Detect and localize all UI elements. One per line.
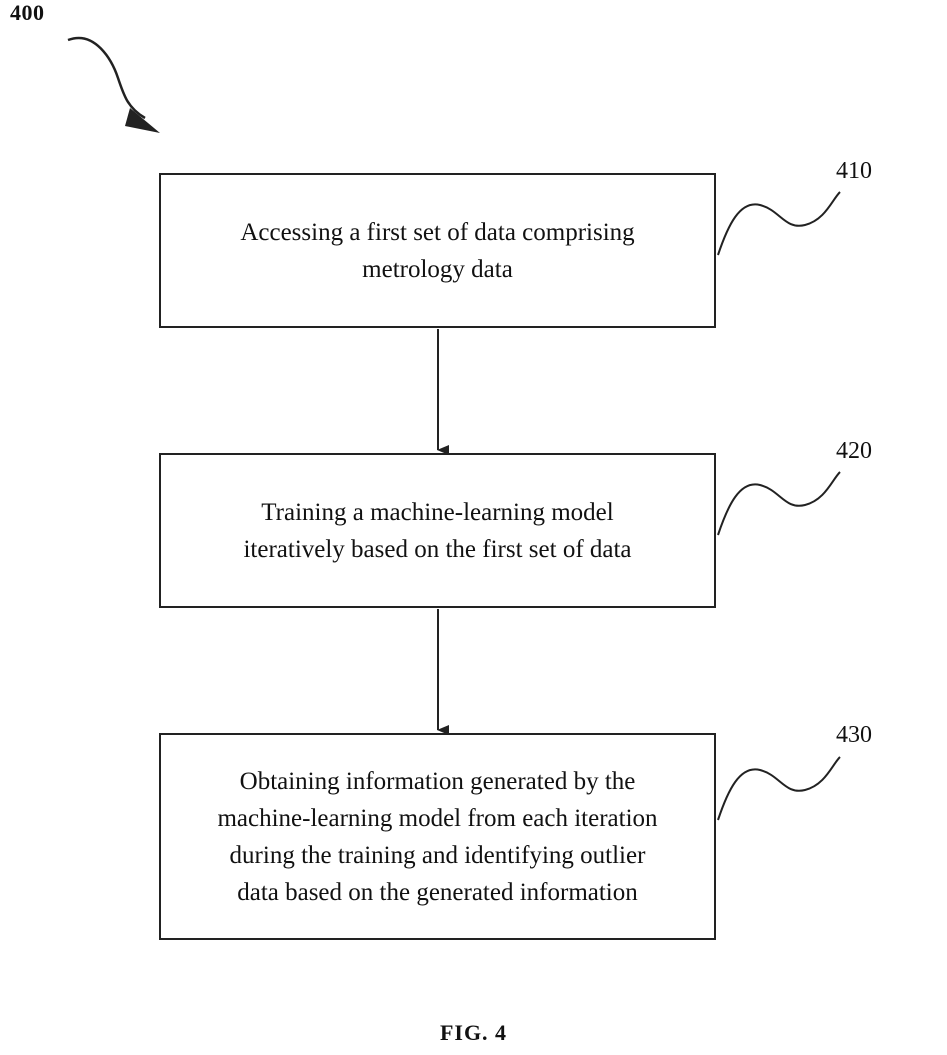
step-text-410: Accessing a first set of data comprising… [222,214,652,288]
step-box-420: Training a machine-learning model iterat… [159,453,716,608]
reference-numeral-430: 430 [836,722,872,749]
reference-numeral-420: 420 [836,438,872,465]
step-text-420: Training a machine-learning model iterat… [225,494,649,568]
figure-pointer-arrow [68,38,145,118]
figure-number-label: 400 [10,0,45,26]
step-text-430: Obtaining information generated by the m… [199,763,675,911]
leader-line-420 [718,472,840,535]
step-box-430: Obtaining information generated by the m… [159,733,716,940]
figure-pointer-arrowhead [125,108,160,133]
leader-line-410 [718,192,840,255]
reference-numeral-410: 410 [836,158,872,185]
step-box-410: Accessing a first set of data comprising… [159,173,716,328]
figure-caption: FIG. 4 [0,1020,947,1046]
leader-line-430 [718,757,840,820]
